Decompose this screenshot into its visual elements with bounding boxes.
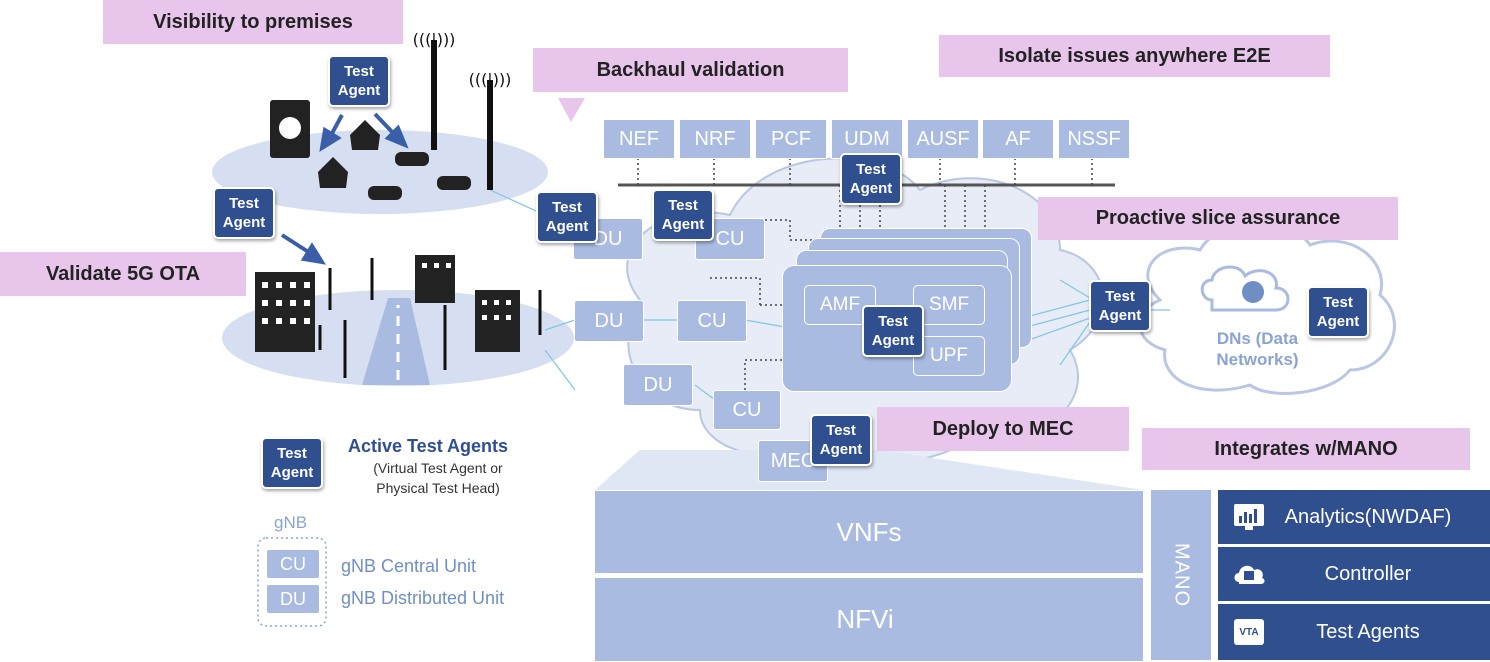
callout-backhaul: Backhaul validation: [533, 48, 848, 92]
upf-box: UPF: [913, 336, 985, 376]
dn-label: DNs (Data Networks): [1216, 329, 1299, 369]
svg-text:(((|))): (((|))): [469, 70, 512, 89]
nf-pcf: PCF: [755, 119, 827, 159]
mec-projection: [595, 450, 1143, 490]
dn-cloud-icon: [1200, 265, 1290, 312]
cell-tower-2: [487, 80, 493, 190]
test-agent-core-bus[interactable]: Test Agent: [840, 153, 902, 205]
test-agent-mec[interactable]: Test Agent: [810, 414, 872, 466]
analytics-icon: [1232, 502, 1266, 532]
backhaul-pointer: [558, 98, 585, 122]
vta-icon: VTA: [1232, 617, 1266, 647]
mano-row-controller-label: Controller: [1324, 562, 1412, 585]
mano-row-controller[interactable]: Controller: [1218, 547, 1490, 601]
test-agent-n6[interactable]: Test Agent: [1089, 280, 1151, 332]
nf-udm: UDM: [831, 119, 903, 159]
legend-title: Active Test Agents: [348, 436, 509, 456]
legend-du-desc: gNB Distributed Unit: [341, 588, 505, 608]
du-box-2: DU: [574, 300, 644, 342]
nf-nrf: NRF: [679, 119, 751, 159]
cell-tower-1: [431, 40, 437, 150]
car-icon-1: [395, 152, 429, 166]
car-icon-3: [437, 176, 471, 190]
mano-label: MANO: [1170, 543, 1193, 607]
nf-nef: NEF: [603, 119, 675, 159]
mano-row-analytics[interactable]: Analytics(NWDAF): [1218, 490, 1490, 544]
city-building-3: [475, 290, 520, 352]
dn-cloud: [1138, 221, 1396, 395]
legend-gnb-label: gNB: [274, 513, 308, 532]
test-agent-ota[interactable]: Test Agent: [213, 187, 275, 239]
callout-proactive: Proactive slice assurance: [1038, 197, 1398, 240]
cu-box-2: CU: [677, 300, 747, 342]
car-icon-2: [368, 186, 402, 200]
city-building-2: [415, 255, 455, 303]
svg-text:(((|))): (((|))): [413, 30, 456, 49]
legend-cu-desc: gNB Central Unit: [341, 556, 477, 576]
road: [362, 298, 430, 385]
test-agent-ran[interactable]: Test Agent: [652, 189, 714, 241]
legend-du-box: DU: [266, 584, 320, 614]
gnb-legend-frame: [257, 537, 327, 627]
mano-column: MANO: [1151, 490, 1211, 660]
cu-box-3: CU: [713, 390, 781, 430]
callout-visibility: Visibility to premises: [103, 0, 403, 44]
mano-row-test-agents[interactable]: VTA Test Agents: [1218, 604, 1490, 660]
du-box-3: DU: [623, 364, 693, 406]
legend-cu-box: CU: [266, 549, 320, 579]
callout-integrates: Integrates w/MANO: [1142, 428, 1470, 470]
legend-subtitle: (Virtual Test Agent or Physical Test Hea…: [373, 460, 503, 496]
nf-ausf: AUSF: [907, 119, 979, 159]
vnfs-layer: VNFs: [594, 490, 1144, 574]
mano-row-test-agents-label: Test Agents: [1316, 620, 1420, 643]
nfvi-layer: NFVi: [594, 577, 1144, 662]
test-agent-premises[interactable]: Test Agent: [328, 55, 390, 107]
callout-isolate: Isolate issues anywhere E2E: [939, 35, 1330, 77]
smf-box: SMF: [913, 285, 985, 325]
house-icon-2: [318, 157, 348, 188]
nf-af: AF: [982, 119, 1054, 159]
callout-deploy-mec: Deploy to MEC: [877, 407, 1129, 451]
nf-nssf: NSSF: [1058, 119, 1130, 159]
test-agent-legend: Test Agent: [261, 437, 323, 489]
cloud-controller-icon: [1232, 559, 1266, 589]
test-agent-backhaul[interactable]: Test Agent: [536, 191, 598, 243]
vta-icon-badge: VTA: [1234, 619, 1264, 645]
test-agent-core-slice[interactable]: Test Agent: [862, 305, 924, 357]
nfvi-label: NFVi: [836, 604, 894, 634]
callout-validate-ota: Validate 5G OTA: [0, 252, 246, 296]
mano-row-analytics-label: Analytics(NWDAF): [1284, 505, 1452, 528]
house-icon-1: [350, 120, 380, 150]
test-agent-dn[interactable]: Test Agent: [1307, 286, 1369, 338]
